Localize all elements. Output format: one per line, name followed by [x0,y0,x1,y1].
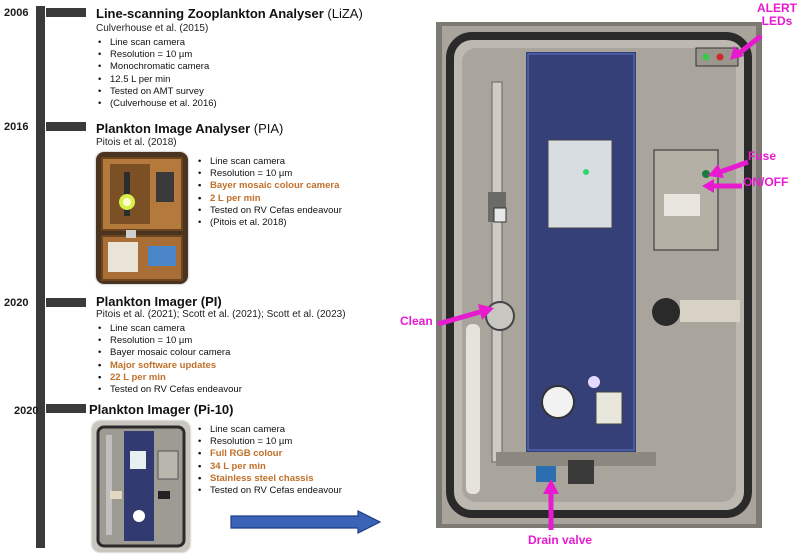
instrument-title: Line-scanning Zooplankton Analyser (LiZA… [96,6,363,21]
callout-alert-leds: ALERT LEDs [757,1,797,28]
spec-list: Line scan camera Resolution = 10 µm Baye… [96,323,242,396]
arrow-clean-icon [437,304,494,327]
citation: Pitois et al. (2018) [96,137,177,148]
pia-instrument-photo [96,152,188,284]
spec-item: Tested on RV Cefas endeavour [198,205,342,217]
timeline-tick [46,404,86,413]
pi10-instrument-photo [92,421,190,552]
timeline-tick [46,298,86,307]
spec-item: Line scan camera [98,37,217,49]
instrument-title: Plankton Imager (Pi-10) [89,402,234,417]
arrow-on-off-icon [702,179,742,193]
spec-item: Line scan camera [198,424,342,436]
spec-list: Line scan camera Resolution = 10 µm Full… [196,424,342,497]
spec-list: Line scan camera Resolution = 10 µm Mono… [96,37,217,110]
citation: Pitois et al. (2021); Scott et al. (2021… [96,309,346,320]
year-label: 2020 [4,297,29,309]
spec-item: Resolution = 10 µm [198,168,342,180]
spec-item-highlight: 2 L per min [198,193,342,205]
arrow-drain-icon [543,479,559,530]
pia-photo-illustration [96,152,188,284]
spec-item: Bayer mosaic colour camera [98,347,242,359]
spec-item: 12.5 L per min [98,74,217,86]
arrow-alert-icon [730,34,763,60]
arrow-fuse-icon [708,159,749,178]
pi10-photo-illustration [92,421,190,552]
spec-item-highlight: 22 L per min [98,372,242,384]
spec-item: Monochromatic camera [98,61,217,73]
spec-item: Tested on AMT survey [98,86,217,98]
instrument-title: Plankton Image Analyser (PIA) [96,121,284,136]
spec-item: Line scan camera [198,156,342,168]
callout-drain-valve: Drain valve [528,533,593,547]
spec-item-highlight: Bayer mosaic colour camera [198,180,342,192]
spec-item: Line scan camera [98,323,242,335]
year-label: 2016 [4,121,29,133]
spec-item-highlight: Full RGB colour [198,448,342,460]
pi10-main-photo [436,22,762,528]
callout-clean: Clean [400,314,433,328]
callout-fuse: Fuse [748,149,777,163]
spec-item: Resolution = 10 µm [198,436,342,448]
spec-item: Tested on RV Cefas endeavour [98,384,242,396]
spec-item-highlight: 34 L per min [198,461,342,473]
spec-item-highlight: Stainless steel chassis [198,473,342,485]
year-label: 2020 [14,405,39,417]
timeline-tick [46,122,86,131]
timeline-bar [36,6,45,548]
spec-note: (Pitois et al. 2018) [198,217,342,229]
spec-item: Resolution = 10 µm [98,49,217,61]
citation: Culverhouse et al. (2015) [96,23,209,34]
spec-item: Tested on RV Cefas endeavour [198,485,342,497]
timeline-tick [46,8,86,17]
spec-list: Line scan camera Resolution = 10 µm Baye… [196,156,342,229]
spec-note: (Culverhouse et al. 2016) [98,98,217,110]
right-arrow-icon [230,510,382,534]
spec-item-highlight: Major software updates [98,360,242,372]
instrument-title: Plankton Imager (PI) [96,294,222,309]
year-label: 2006 [4,7,29,19]
callout-on-off: ON/OFF [743,175,789,189]
spec-item: Resolution = 10 µm [98,335,242,347]
